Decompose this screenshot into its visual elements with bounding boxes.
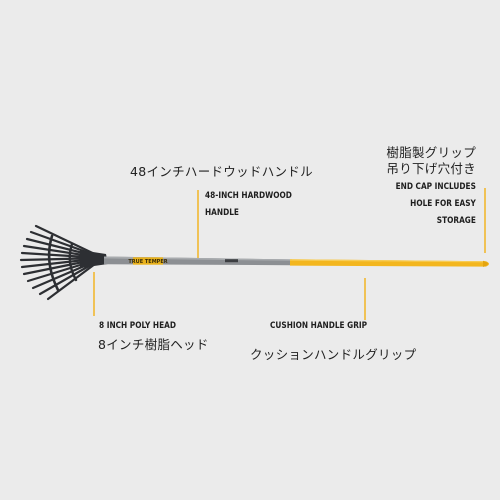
- handle-callout-en-line1: 48-INCH HARDWOOD: [205, 191, 292, 201]
- head-callout-jp: 8インチ樹脂ヘッド: [98, 337, 209, 352]
- head-callout-en: 8 INCH POLY HEAD: [99, 321, 177, 331]
- endcap-callout-en: END CAP INCLUDES HOLE FOR EASY STORAGE: [396, 179, 476, 230]
- handle-callout-en-line2: HANDLE: [205, 208, 239, 218]
- endcap-callout-en-line1: END CAP INCLUDES: [395, 182, 476, 192]
- brand-mark: TRUE TEMPER: [128, 259, 167, 265]
- end-cap: [483, 260, 488, 267]
- grip-callout-en: CUSHION HANDLE GRIP: [270, 321, 368, 331]
- endcap-callout-en-line2: HOLE FOR EASY: [410, 199, 476, 209]
- handle-callout-en: 48-INCH HARDWOOD HANDLE: [205, 188, 292, 222]
- rake-head: [19, 224, 108, 301]
- endcap-callout-en-line3: STORAGE: [436, 216, 476, 226]
- brand-sticker: [133, 257, 163, 265]
- handle-callout-jp: 48インチハードウッドハンドル: [130, 164, 313, 179]
- endcap-callout-jp: 樹脂製グリップ 吊り下げ穴付き: [386, 145, 476, 177]
- shaft-marking: [225, 259, 238, 263]
- endcap-callout-jp-line1: 樹脂製グリップ: [386, 145, 476, 160]
- endcap-callout-jp-line2: 吊り下げ穴付き: [386, 161, 476, 176]
- grip-callout-jp: クッションハンドルグリップ: [250, 347, 417, 362]
